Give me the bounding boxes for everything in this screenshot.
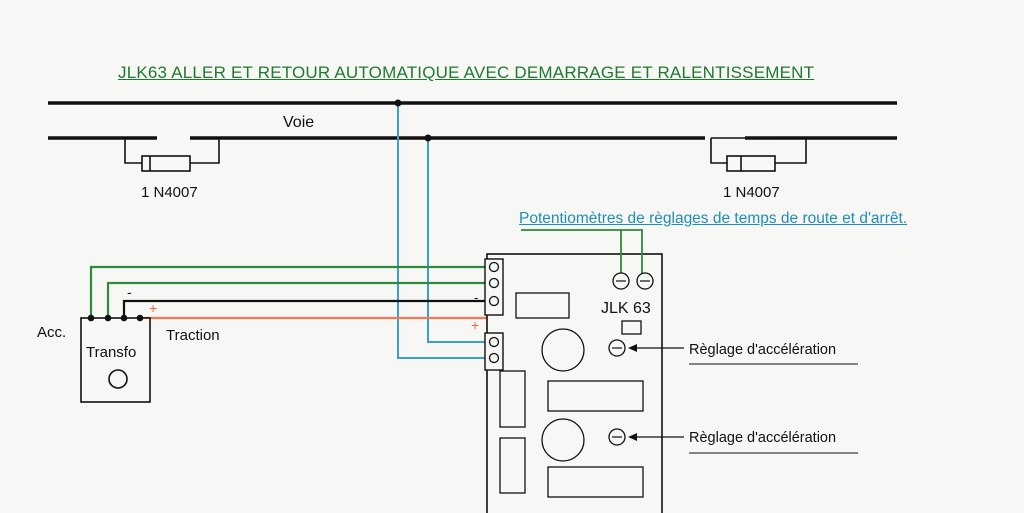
board-minus-sign: - — [474, 290, 479, 305]
pot-leader-2 — [621, 229, 643, 273]
screw-1 — [488, 261, 500, 273]
blue-wire-2 — [427, 138, 490, 343]
transformer-terminal-4 — [136, 314, 144, 322]
transformer-minus-sign: - — [127, 284, 132, 300]
component-block-4 — [547, 466, 644, 498]
acceleration-label-2: Règlage d'accélération — [689, 430, 837, 446]
acceleration-label-1: Règlage d'accélération — [689, 342, 837, 358]
potentiometer-note: Potentiomètres de règlages de temps de r… — [519, 210, 908, 227]
diode-left — [124, 137, 220, 172]
transformer-plus-sign: + — [149, 300, 158, 316]
component-small — [621, 320, 642, 335]
transformer-terminal-1 — [87, 314, 95, 322]
diode-right — [710, 137, 807, 172]
black-wire — [122, 299, 490, 318]
screw-3 — [488, 295, 500, 307]
acc-label: Acc. — [37, 324, 67, 341]
diode-left-label: 1 N4007 — [141, 184, 198, 201]
diagram-title: JLK63 ALLER ET RETOUR AUTOMATIQUE AVEC D… — [118, 63, 815, 82]
transformer-terminal-2 — [104, 314, 112, 322]
green-wire-1 — [89, 265, 490, 318]
traction-label: Traction — [166, 327, 220, 344]
blue-wire-1 — [397, 103, 490, 359]
junction-top — [394, 99, 402, 107]
junction-bottom — [424, 134, 432, 142]
transformer-terminal-3 — [120, 314, 128, 322]
component-block-2 — [499, 370, 526, 428]
board-plus-sign: + — [471, 317, 480, 333]
capacitor-2 — [541, 418, 585, 462]
capacitor-1 — [541, 328, 585, 372]
screw-4 — [488, 336, 500, 348]
component-relay — [515, 292, 570, 319]
screw-2 — [488, 277, 500, 289]
component-block-1 — [547, 380, 644, 412]
diode-right-label: 1 N4007 — [723, 184, 780, 201]
transformer-label: Transfo — [86, 344, 137, 361]
green-wire-2 — [106, 281, 490, 318]
track-label: Voie — [283, 114, 315, 131]
board-label: JLK 63 — [601, 300, 651, 317]
component-block-3 — [499, 437, 526, 494]
screw-5 — [488, 352, 500, 364]
board-outline — [486, 253, 663, 513]
transformer-knob — [108, 369, 128, 389]
